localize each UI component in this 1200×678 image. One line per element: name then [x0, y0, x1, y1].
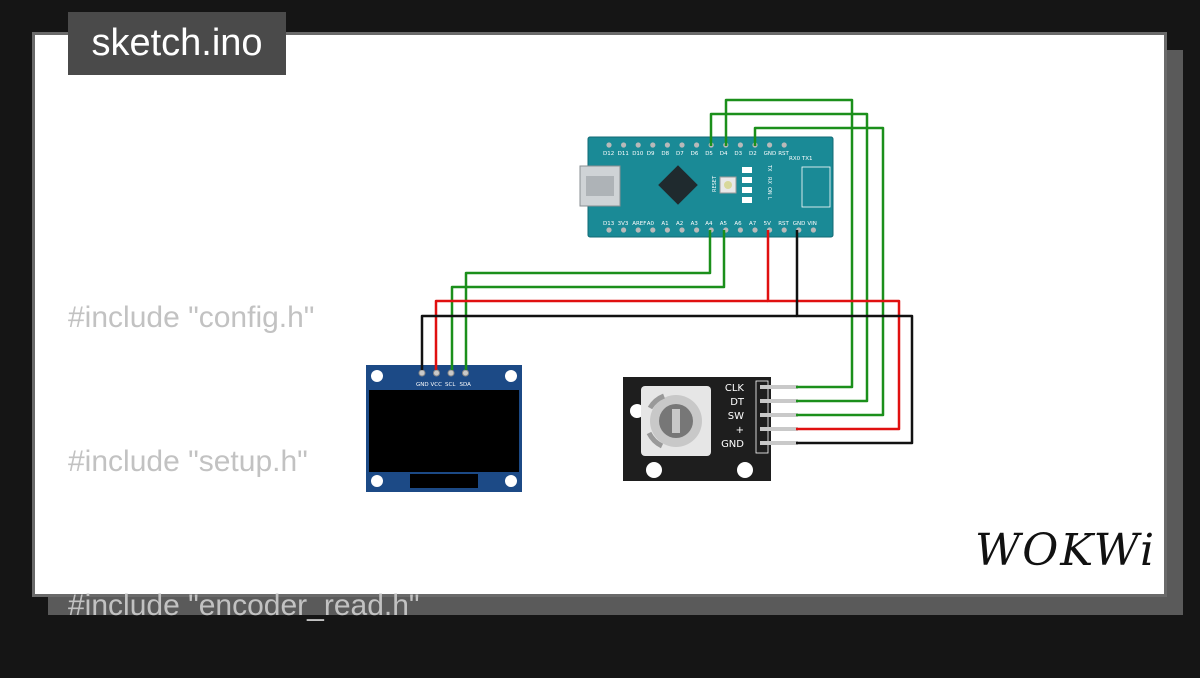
- svg-text:D4: D4: [720, 151, 728, 157]
- mcu-chip: [658, 165, 698, 205]
- encoder-pin-dt[interactable]: DT: [730, 397, 798, 408]
- oled-screen: [369, 390, 519, 472]
- wire-gnd[interactable]: [795, 230, 914, 445]
- icsp-header: [801, 166, 831, 208]
- svg-text:+: +: [736, 425, 744, 436]
- svg-text:A2: A2: [676, 221, 683, 227]
- nano-pin-bottom-vin[interactable]: VIN: [807, 221, 817, 233]
- encoder-pin-gnd[interactable]: GND: [721, 439, 798, 450]
- preview-card: [32, 32, 1167, 597]
- led-tx: [742, 167, 752, 173]
- svg-text:D12: D12: [603, 151, 614, 157]
- svg-text:D5: D5: [705, 151, 713, 157]
- nano-pin-bottom-a3[interactable]: A3: [691, 221, 700, 233]
- nano-pin-bottom-d13[interactable]: D13: [603, 221, 615, 233]
- rotary-encoder[interactable]: CLK DT SW + GND: [623, 377, 798, 481]
- wire-vcc-5v[interactable]: [766, 230, 901, 431]
- reset-label: RESET: [712, 175, 718, 192]
- svg-text:VIN: VIN: [807, 221, 817, 227]
- wire-sda[interactable]: [464, 230, 712, 370]
- svg-text:A3: A3: [691, 221, 699, 227]
- led-on: [742, 187, 752, 193]
- led-label-on: ON: [766, 187, 772, 195]
- wire-sw[interactable]: [753, 126, 885, 417]
- nano-pin-bottom-rst[interactable]: RST: [778, 221, 790, 233]
- svg-text:RST: RST: [778, 221, 789, 227]
- svg-text:GND: GND: [416, 382, 429, 388]
- svg-text:D11: D11: [618, 151, 629, 157]
- nano-pin-top-d10[interactable]: D10: [632, 142, 644, 157]
- svg-text:D13: D13: [603, 221, 615, 227]
- svg-text:DT: DT: [730, 397, 745, 408]
- code-line: #include "setup.h": [68, 445, 308, 478]
- nano-pin-bottom-aref[interactable]: AREF: [632, 221, 646, 233]
- nano-pin-top-d8[interactable]: D8: [661, 142, 671, 157]
- svg-text:GND: GND: [793, 221, 806, 227]
- wire-oled-vcc[interactable]: [434, 299, 768, 370]
- nano-pin-bottom-a2[interactable]: A2: [676, 221, 685, 233]
- nano-pin-bottom-a6[interactable]: A6: [734, 221, 744, 233]
- nano-pin-top-gnd[interactable]: GND: [764, 142, 777, 157]
- nano-pin-top-d7[interactable]: D7: [676, 142, 685, 157]
- svg-text:AREF: AREF: [632, 221, 646, 227]
- svg-text:A0: A0: [647, 221, 655, 227]
- led-label-l: L: [766, 197, 772, 200]
- svg-text:GND: GND: [721, 439, 744, 450]
- led-label-tx: TX: [766, 164, 772, 172]
- encoder-pin-plus[interactable]: +: [736, 425, 798, 436]
- code-preview: #include "config.h" #include "setup.h" #…: [68, 198, 420, 678]
- svg-text:D8: D8: [661, 151, 669, 157]
- nano-pin-top-d3[interactable]: D3: [734, 142, 744, 157]
- nano-pin-top-d9[interactable]: D9: [647, 142, 656, 157]
- svg-text:D7: D7: [676, 151, 684, 157]
- svg-text:3V3: 3V3: [618, 221, 629, 227]
- nano-pin-bottom-a7[interactable]: A7: [749, 221, 758, 233]
- encoder-pin-sw[interactable]: SW: [728, 411, 798, 422]
- wire-clk[interactable]: [724, 98, 854, 389]
- svg-text:A7: A7: [749, 221, 757, 227]
- wire-oled-gnd[interactable]: [420, 314, 797, 370]
- led-l: [742, 197, 752, 203]
- nano-pin-top-d6[interactable]: D6: [691, 142, 700, 157]
- svg-text:A1: A1: [661, 221, 668, 227]
- svg-text:SDA: SDA: [460, 382, 472, 388]
- svg-text:D3: D3: [734, 151, 742, 157]
- code-line: #include "encoder_read.h": [68, 589, 420, 622]
- svg-text:D6: D6: [691, 151, 699, 157]
- svg-text:RST: RST: [778, 151, 789, 157]
- nano-pin-bottom-a0[interactable]: A0: [647, 221, 656, 233]
- svg-text:A6: A6: [734, 221, 742, 227]
- svg-text:VCC: VCC: [431, 382, 443, 388]
- wire-dt[interactable]: [709, 112, 869, 403]
- svg-text:D9: D9: [647, 151, 655, 157]
- wires: [420, 98, 914, 445]
- code-line: #include "config.h": [68, 301, 315, 334]
- svg-text:A4: A4: [705, 221, 713, 227]
- nano-pin-bottom-a1[interactable]: A1: [661, 221, 671, 233]
- wire-scl[interactable]: [450, 230, 726, 370]
- svg-text:D2: D2: [749, 151, 757, 157]
- svg-text:A5: A5: [720, 221, 728, 227]
- encoder-pin-clk[interactable]: CLK: [725, 383, 798, 394]
- nano-pin-top-rst[interactable]: RST: [778, 142, 790, 157]
- svg-text:SW: SW: [728, 411, 744, 422]
- svg-text:5V: 5V: [764, 221, 771, 227]
- svg-text:D10: D10: [632, 151, 644, 157]
- svg-text:SCL: SCL: [445, 382, 456, 388]
- led-label-rx: RX: [766, 177, 772, 184]
- file-title[interactable]: sketch.ino: [68, 12, 286, 75]
- svg-text:CLK: CLK: [725, 383, 745, 394]
- svg-text:GND: GND: [764, 151, 777, 157]
- rx-tx-label: RX0 TX1: [789, 156, 812, 162]
- nano-pin-top-d12[interactable]: D12: [603, 142, 614, 157]
- led-rx: [742, 177, 752, 183]
- wokwi-logo: WOKWi: [975, 525, 1157, 576]
- nano-pin-bottom-3v3[interactable]: 3V3: [618, 221, 629, 233]
- nano-pin-top-d11[interactable]: D11: [618, 142, 629, 157]
